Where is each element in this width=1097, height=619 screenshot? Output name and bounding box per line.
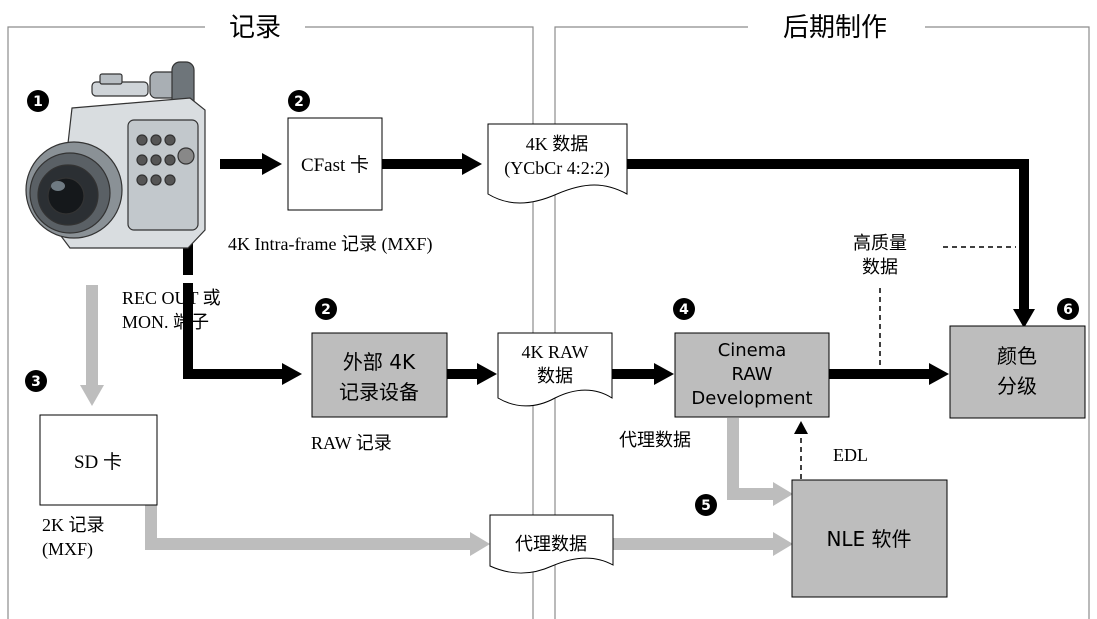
proxy-document: 代理数据 [490, 515, 613, 573]
step-number-3: 3 [25, 370, 47, 392]
nle-label: NLE 软件 [826, 527, 911, 551]
svg-text:1: 1 [33, 94, 43, 110]
data-4k-line2: (YCbCr 4:2:2) [504, 158, 610, 179]
step-number-2a: 2 [288, 90, 310, 112]
step-number-1: 1 [27, 90, 49, 112]
raw-record-label: RAW 记录 [311, 433, 392, 453]
cfast-box: CFast 卡 [288, 118, 382, 210]
sd-2k-line2: (MXF) [42, 539, 93, 560]
data-4k-line1: 4K 数据 [526, 134, 589, 154]
external-recorder-line1: 外部 4K [343, 350, 416, 374]
color-grading-line1: 颜色 [997, 344, 1037, 368]
sd-2k-line1: 2K 记录 [42, 515, 105, 535]
edl-label: EDL [833, 445, 868, 465]
external-recorder-line2: 记录设备 [339, 380, 419, 404]
color-grading-box: 颜色 分级 [950, 326, 1085, 418]
step-number-4: 4 [673, 298, 695, 320]
intra-frame-label: 4K Intra-frame 记录 (MXF) [228, 234, 432, 255]
sd-card-label: SD 卡 [74, 451, 122, 473]
cinema-raw-line3: Development [691, 388, 812, 409]
rec-out-line1: REC OUT 或 [122, 288, 221, 308]
svg-text:5: 5 [701, 498, 711, 514]
rec-out-line2: MON. 端子 [122, 312, 209, 332]
step-number-5: 5 [695, 494, 717, 516]
svg-text:6: 6 [1063, 302, 1073, 318]
raw-4k-line2: 数据 [537, 366, 573, 386]
sd-card-box: SD 卡 [40, 415, 157, 505]
proxy-data-label: 代理数据 [619, 430, 691, 450]
cinema-raw-box: Cinema RAW Development [675, 333, 829, 417]
cinema-raw-line1: Cinema [718, 340, 787, 361]
svg-text:3: 3 [31, 374, 41, 390]
cinema-camera-icon [26, 62, 205, 248]
cfast-label: CFast 卡 [301, 154, 369, 176]
color-grading-line2: 分级 [997, 374, 1037, 398]
cinema-raw-line2: RAW [732, 364, 773, 385]
svg-text:2: 2 [321, 302, 331, 318]
step-number-2b: 2 [315, 298, 337, 320]
high-quality-line2: 数据 [862, 257, 898, 277]
edl-arrowhead [794, 421, 808, 434]
svg-text:4: 4 [679, 302, 689, 318]
external-recorder-box: 外部 4K 记录设备 [312, 333, 447, 417]
high-quality-line1: 高质量 [853, 233, 907, 253]
raw-4k-line1: 4K RAW [521, 342, 588, 362]
proxy-doc-label: 代理数据 [515, 534, 587, 554]
step-number-6: 6 [1057, 298, 1079, 320]
nle-box: NLE 软件 [792, 480, 947, 597]
svg-text:2: 2 [294, 94, 304, 110]
section-title-post-production: 后期制作 [783, 13, 887, 43]
data-4k-document: 4K 数据 (YCbCr 4:2:2) [488, 124, 627, 203]
raw-4k-document: 4K RAW 数据 [498, 333, 612, 406]
section-title-recording: 记录 [229, 13, 281, 43]
